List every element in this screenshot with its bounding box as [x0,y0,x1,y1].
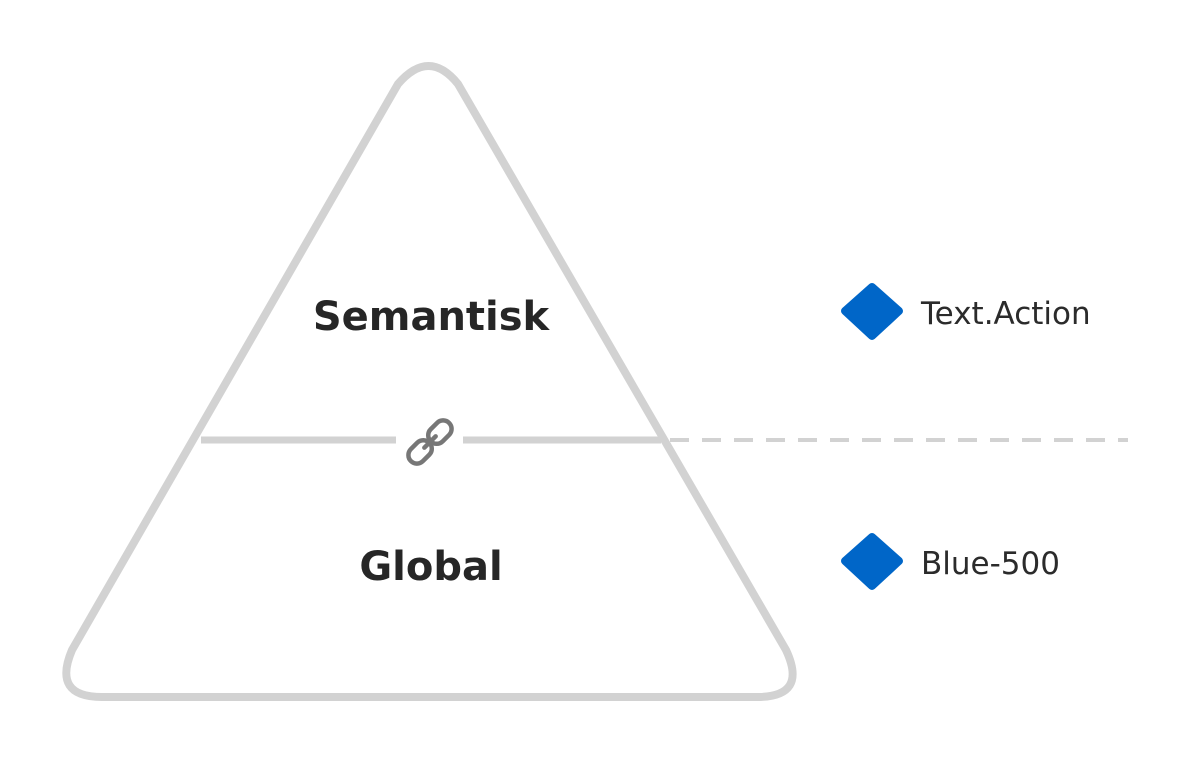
layer-label-semantic: Semantisk [313,294,551,340]
link-icon [406,418,454,466]
diamond-icon [841,283,903,340]
token-label-semantic: Text.Action [920,296,1091,332]
token-label-global: Blue-500 [921,546,1060,582]
pyramid-outline [62,62,797,701]
diamond-icon [841,533,903,590]
layer-label-global: Global [359,544,502,590]
